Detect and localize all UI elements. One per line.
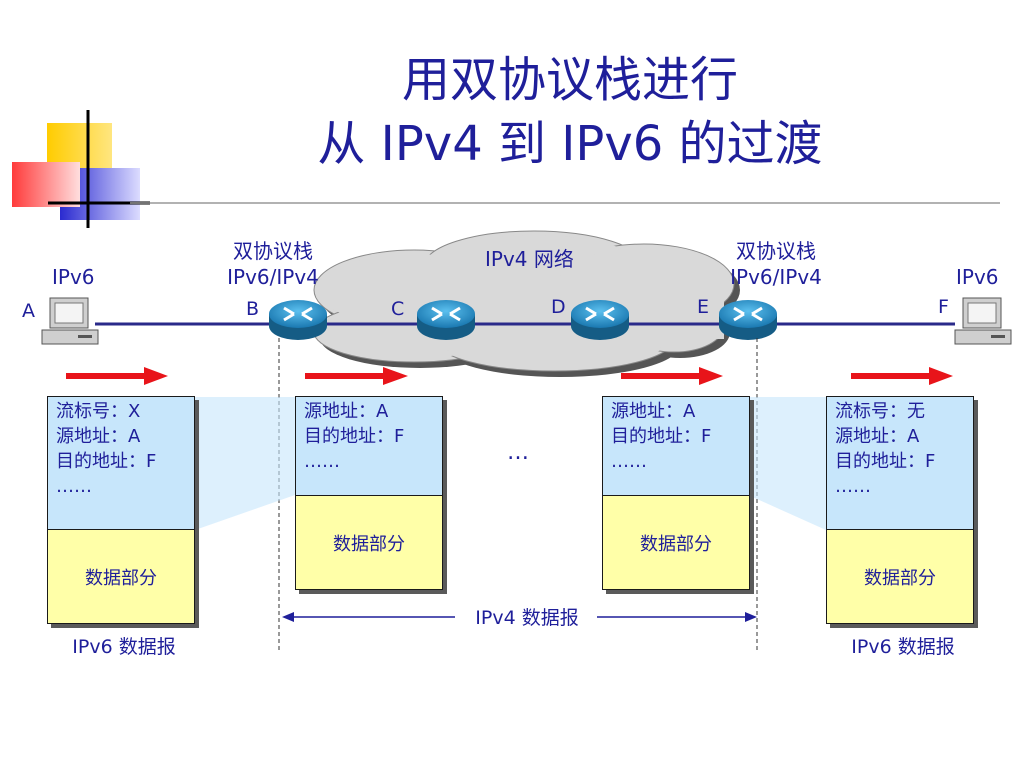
packet-ipv6-right: 流标号：无 源地址：A 目的地址：F …… 数据部分 xyxy=(826,396,974,624)
router-e-icon xyxy=(719,300,777,340)
router-e-stack-line2: IPv6/IPv4 xyxy=(730,265,822,289)
header-field: 流标号：无 xyxy=(835,401,925,422)
host-f-letter: F xyxy=(938,296,949,318)
header-field: …… xyxy=(835,476,871,497)
packet-data: 数据部分 xyxy=(603,496,749,589)
corner-logo xyxy=(12,110,150,228)
router-b-icon xyxy=(269,300,327,340)
ipv6-datagram-label-left: IPv6 数据报 xyxy=(72,636,176,658)
router-b-letter: B xyxy=(246,298,260,320)
router-d-icon xyxy=(571,300,629,340)
header-field: 源地址：A xyxy=(835,426,920,447)
router-b-stack-line2: IPv6/IPv4 xyxy=(227,265,319,289)
router-e-stack-label: 双协议栈 IPv6/IPv4 xyxy=(730,238,822,290)
page-title: 用双协议栈进行 从 IPv4 到 IPv6 的过渡 xyxy=(190,48,950,176)
router-d-letter: D xyxy=(551,296,566,318)
host-f-type: IPv6 xyxy=(956,265,999,289)
host-a-icon xyxy=(41,297,99,345)
packet-ipv6-left: 流标号：X 源地址：A 目的地址：F …… 数据部分 xyxy=(47,396,195,624)
ellipsis: … xyxy=(507,440,529,465)
packet-data: 数据部分 xyxy=(48,530,194,623)
title-line-2: 从 IPv4 到 IPv6 的过渡 xyxy=(317,116,823,172)
ipv4-datagram-label: IPv4 数据报 xyxy=(475,607,579,629)
direction-arrow-4 xyxy=(851,367,953,385)
header-field: 目的地址：F xyxy=(304,426,405,447)
router-b-stack-label: 双协议栈 IPv6/IPv4 xyxy=(227,238,319,290)
title-line-1: 用双协议栈进行 xyxy=(401,52,738,108)
router-c-icon xyxy=(417,300,475,340)
header-field: 目的地址：F xyxy=(611,426,712,447)
host-a-letter: A xyxy=(22,300,35,322)
header-field: …… xyxy=(56,476,92,497)
header-field: …… xyxy=(611,451,647,472)
packet-header: 流标号：X 源地址：A 目的地址：F …… xyxy=(48,397,194,530)
direction-arrow-3 xyxy=(621,367,723,385)
header-field: 源地址：A xyxy=(611,401,696,422)
packet-header: 源地址：A 目的地址：F …… xyxy=(296,397,442,496)
packet-data: 数据部分 xyxy=(296,496,442,589)
router-e-stack-line1: 双协议栈 xyxy=(736,239,816,263)
translation-wedge-right xyxy=(748,397,826,530)
cloud-label: IPv4 网络 xyxy=(485,247,574,271)
translation-wedge-left xyxy=(195,397,295,530)
router-c-letter: C xyxy=(391,298,405,320)
packet-header: 源地址：A 目的地址：F …… xyxy=(603,397,749,496)
direction-arrow-2 xyxy=(305,367,408,385)
ipv4-span-arrow xyxy=(282,612,757,622)
host-a-type: IPv6 xyxy=(52,265,95,289)
header-field: 目的地址：F xyxy=(835,451,936,472)
router-e-letter: E xyxy=(697,296,710,318)
header-field: 流标号：X xyxy=(56,401,141,422)
header-field: 源地址：A xyxy=(304,401,389,422)
ipv6-datagram-label-right: IPv6 数据报 xyxy=(851,636,955,658)
host-f-icon xyxy=(954,297,1012,345)
packet-ipv4-first: 源地址：A 目的地址：F …… 数据部分 xyxy=(295,396,443,590)
header-field: 目的地址：F xyxy=(56,451,157,472)
router-b-stack-line1: 双协议栈 xyxy=(233,239,313,263)
packet-data: 数据部分 xyxy=(827,530,973,623)
header-field: 源地址：A xyxy=(56,426,141,447)
packet-header: 流标号：无 源地址：A 目的地址：F …… xyxy=(827,397,973,530)
direction-arrow-1 xyxy=(66,367,168,385)
header-field: …… xyxy=(304,451,340,472)
packet-ipv4-last: 源地址：A 目的地址：F …… 数据部分 xyxy=(602,396,750,590)
